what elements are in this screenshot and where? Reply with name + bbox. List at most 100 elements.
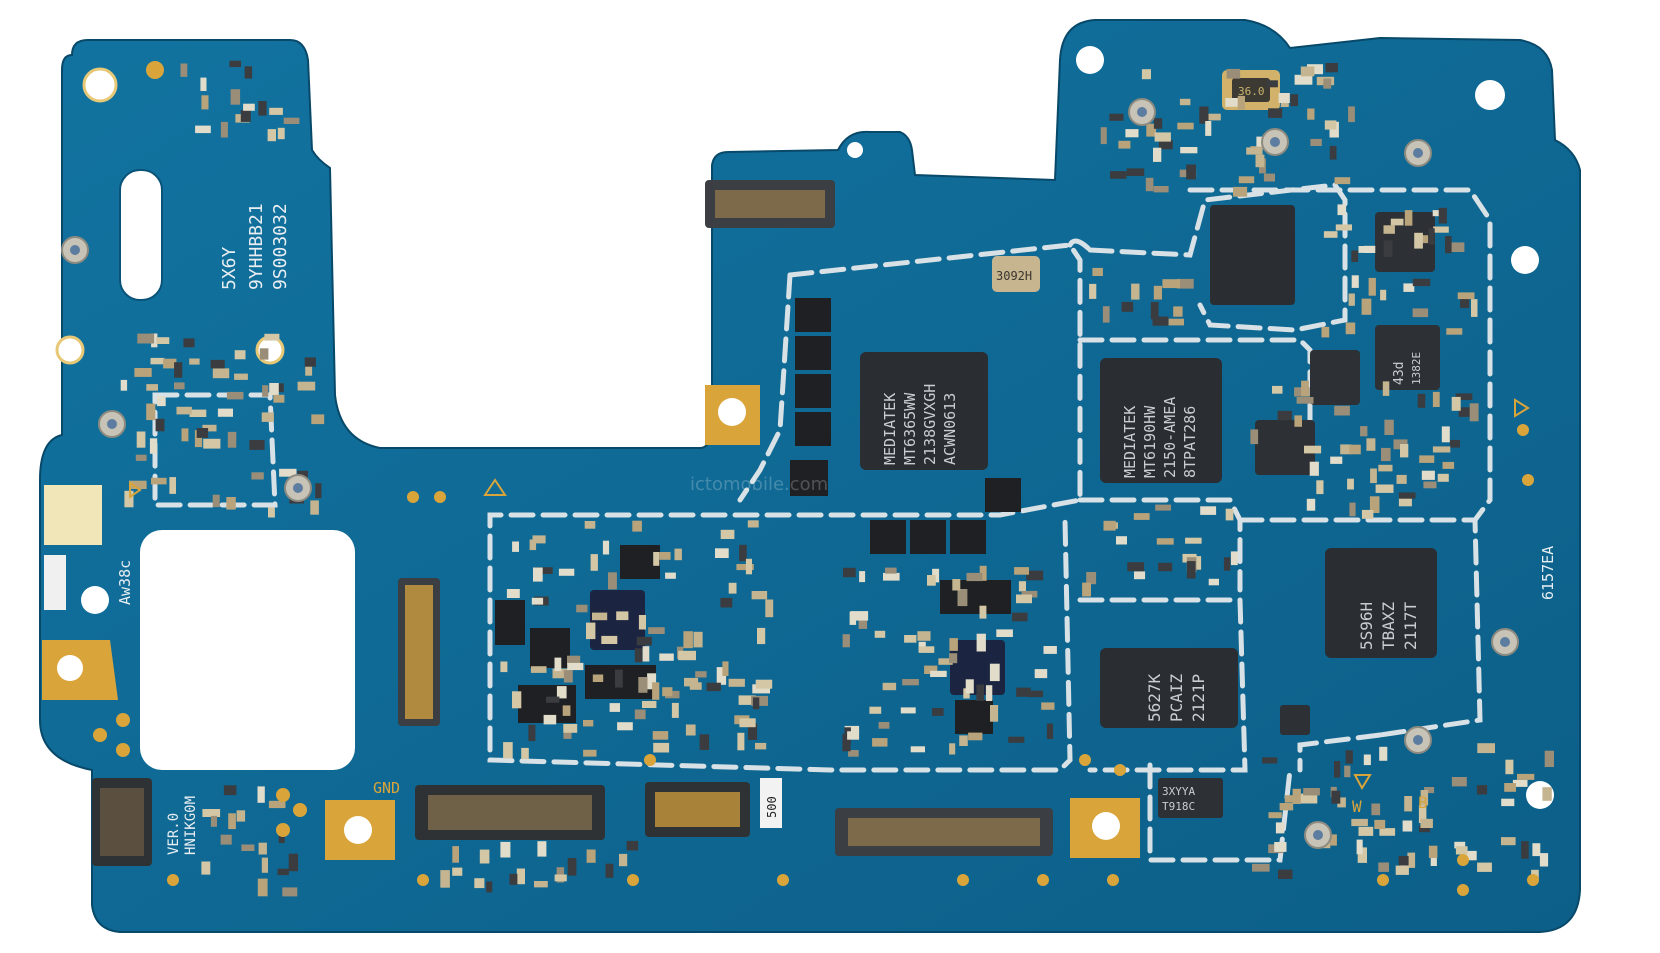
- smd-passive: [1046, 723, 1054, 739]
- smd-passive: [917, 631, 931, 641]
- smd-passive: [244, 66, 253, 79]
- smd-passive: [503, 742, 513, 759]
- smd-passive: [1274, 842, 1287, 852]
- smd-passive: [134, 368, 152, 377]
- smd-passive: [930, 670, 947, 677]
- smd-passive: [529, 539, 537, 551]
- smd-passive: [1337, 204, 1347, 216]
- smd-passive: [751, 695, 768, 706]
- smd-passive: [531, 597, 544, 605]
- smd-passive: [1237, 95, 1245, 110]
- smd-passive: [230, 89, 241, 105]
- smd-passive: [583, 749, 597, 757]
- smd-passive: [1126, 168, 1145, 176]
- svg-text:3XYYA: 3XYYA: [1162, 785, 1195, 798]
- smd-passive: [1233, 186, 1248, 197]
- smd-passive: [509, 873, 518, 885]
- smd-passive: [1340, 444, 1352, 455]
- smd-passive: [1361, 509, 1374, 519]
- smd-passive: [217, 408, 233, 417]
- smd-passive: [1158, 562, 1173, 572]
- smd-passive: [1089, 283, 1097, 299]
- smd-passive: [576, 604, 588, 613]
- ver-line-1: VER.0: [166, 813, 182, 855]
- smd-passive: [1255, 154, 1265, 168]
- smd-passive: [869, 706, 882, 714]
- smd-passive: [563, 724, 578, 733]
- smd-passive: [583, 720, 594, 727]
- smd-passive: [1505, 759, 1514, 775]
- smd-passive: [1382, 381, 1390, 396]
- smd-passive: [653, 552, 660, 566]
- svg-text:3092H: 3092H: [996, 269, 1032, 283]
- smd-passive: [842, 634, 850, 648]
- smd-passive: [1109, 113, 1124, 121]
- smd-passive: [521, 747, 529, 760]
- smd-passive: [1266, 80, 1278, 88]
- smd-passive: [1153, 285, 1162, 300]
- smd-passive: [957, 589, 968, 607]
- smd-passive: [201, 861, 211, 875]
- smd-passive: [989, 663, 1000, 682]
- svg-text:MT6190HW: MT6190HW: [1141, 405, 1159, 478]
- smd-passive: [1200, 506, 1217, 515]
- smd-passive: [1375, 484, 1394, 493]
- smd-passive: [1116, 536, 1127, 545]
- smd-passive: [966, 572, 983, 582]
- smd-passive: [963, 688, 970, 699]
- smd-passive: [1028, 690, 1044, 698]
- smd-passive: [584, 521, 596, 529]
- smd-passive: [722, 661, 729, 676]
- smd-passive: [537, 841, 547, 857]
- smd-passive: [748, 723, 758, 740]
- smd-passive: [752, 684, 770, 694]
- smd-passive: [1454, 841, 1466, 849]
- smd-passive: [261, 412, 274, 422]
- smd-passive: [1428, 228, 1435, 245]
- smd-passive: [1368, 277, 1376, 296]
- smd-passive: [181, 428, 189, 442]
- smd-passive: [486, 881, 493, 893]
- smd-passive: [842, 733, 851, 752]
- smd-passive: [1256, 136, 1265, 147]
- smd-passive: [146, 403, 156, 421]
- smd-passive: [120, 379, 128, 391]
- smd-passive: [282, 887, 298, 897]
- smd-passive: [586, 622, 596, 640]
- smd-passive: [1458, 407, 1472, 417]
- smd-passive: [1390, 218, 1404, 226]
- smd-passive: [952, 579, 961, 591]
- smd-passive: [1450, 439, 1460, 448]
- smd-passive: [1300, 793, 1318, 804]
- smd-passive: [592, 674, 604, 682]
- smd-passive: [283, 117, 300, 124]
- smd-passive: [251, 472, 264, 480]
- smd-passive: [1306, 498, 1316, 511]
- smd-passive: [1204, 113, 1221, 121]
- smd-passive: [1284, 795, 1303, 803]
- smd-passive: [258, 101, 267, 116]
- smd-passive: [212, 368, 230, 379]
- smd-passive: [195, 125, 211, 134]
- svg-text:ACWN0613: ACWN0613: [941, 393, 959, 465]
- smd-passive: [212, 494, 220, 508]
- smd-passive: [155, 418, 165, 432]
- smd-passive: [1329, 145, 1337, 160]
- smd-passive: [1162, 279, 1180, 289]
- smd-passive: [277, 868, 289, 876]
- smd-passive: [194, 430, 203, 448]
- smd-passive: [1398, 496, 1412, 507]
- smd-passive: [720, 597, 733, 608]
- smd-passive: [1358, 246, 1373, 253]
- smd-passive: [736, 564, 754, 571]
- board-id-2: 9YHHBB21: [246, 203, 267, 290]
- smd-passive: [1471, 299, 1478, 317]
- smd-passive: [1334, 177, 1351, 185]
- smd-passive: [1008, 736, 1025, 743]
- data-matrix-code: [44, 485, 102, 610]
- smd-passive: [1331, 790, 1341, 804]
- svg-text:1382E: 1382E: [1410, 352, 1423, 385]
- smd-passive: [279, 468, 297, 477]
- smd-passive: [163, 358, 177, 369]
